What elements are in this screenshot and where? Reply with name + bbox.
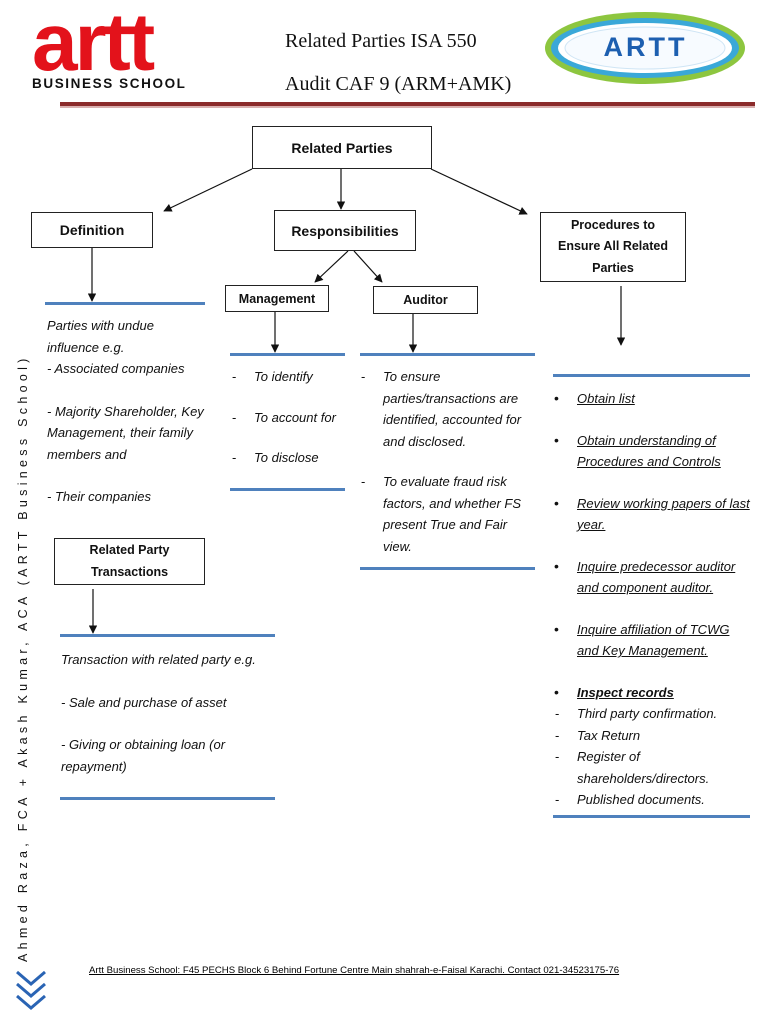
rpt-line-2: - Sale and purchase of asset bbox=[61, 694, 227, 710]
list-item: •Obtain understanding of Procedures and … bbox=[554, 431, 721, 470]
procedures-bar-top bbox=[553, 374, 750, 377]
rpt-line-1: Transaction with related party e.g. bbox=[61, 652, 256, 667]
procedures-list: •Obtain list •Obtain understanding of Pr… bbox=[553, 388, 751, 811]
bullet-icon: • bbox=[554, 390, 559, 406]
page-title-line1: Related Parties ISA 550 bbox=[285, 30, 477, 52]
logo-main: artt bbox=[32, 0, 155, 88]
management-list: To identify To account for To disclose bbox=[230, 366, 350, 469]
auditor-bar-bottom bbox=[360, 567, 535, 570]
rpt-bar-top bbox=[60, 634, 275, 637]
bullet-icon: • bbox=[554, 683, 559, 700]
related-party-transactions-box: Related Party Transactions bbox=[54, 538, 205, 585]
sub-list-item: Tax Return bbox=[553, 725, 751, 747]
definition-line-1: Parties with undue influence e.g. bbox=[47, 318, 154, 355]
definition-line-2: - Associated companies bbox=[47, 361, 185, 376]
root-box: Related Parties bbox=[252, 126, 432, 169]
list-item: •Inspect records bbox=[553, 682, 751, 704]
page-title-line2: Audit CAF 9 (ARM+AMK) bbox=[285, 73, 512, 95]
definition-box: Definition bbox=[31, 212, 153, 248]
list-item: •Inquire predecessor auditor and compone… bbox=[554, 557, 736, 596]
auditor-list: To ensure parties/transactions are ident… bbox=[359, 366, 537, 557]
definition-text: Parties with undue influence e.g. - Asso… bbox=[47, 315, 207, 508]
management-bar-bottom bbox=[230, 488, 345, 491]
management-box: Management bbox=[225, 285, 329, 312]
logo-sub: BUSINESS SCHOOL bbox=[32, 76, 187, 91]
header-divider-shadow bbox=[60, 106, 755, 108]
rpt-text: Transaction with related party e.g. - Sa… bbox=[61, 649, 276, 777]
badge-text: ARTT bbox=[603, 32, 688, 62]
auditor-box: Auditor bbox=[373, 286, 478, 314]
list-item: To ensure parties/transactions are ident… bbox=[359, 366, 537, 452]
procedures-box: Procedures to Ensure All Related Parties bbox=[540, 212, 686, 282]
list-item: •Inquire affiliation of TCWG and Key Man… bbox=[554, 620, 730, 659]
definition-line-3: - Majority Shareholder, Key Management, … bbox=[47, 403, 204, 462]
header-divider bbox=[60, 102, 755, 106]
list-item: To identify bbox=[230, 366, 350, 388]
responsibilities-box: Responsibilities bbox=[274, 210, 416, 251]
list-item: To disclose bbox=[230, 447, 350, 469]
rpt-bar-bottom bbox=[60, 797, 275, 800]
sub-list-item: Register of shareholders/directors. bbox=[553, 746, 751, 789]
chevron-down-icon bbox=[14, 968, 48, 1020]
list-item: To evaluate fraud risk factors, and whet… bbox=[359, 471, 537, 557]
definition-bar-top bbox=[45, 302, 205, 305]
auditor-bar-top bbox=[360, 353, 535, 356]
artt-logo: artt BUSINESS SCHOOL bbox=[30, 0, 270, 92]
list-item: •Obtain list bbox=[553, 388, 751, 410]
list-item: To account for bbox=[230, 407, 350, 429]
sub-list-item: Published documents. bbox=[553, 789, 751, 811]
bullet-icon: • bbox=[554, 620, 559, 637]
bullet-icon: • bbox=[554, 557, 559, 574]
side-author-text: Ahmed Raza, FCA + Akash Kumar, ACA (ARTT… bbox=[16, 354, 30, 962]
sub-list-item: Third party confirmation. bbox=[553, 703, 751, 725]
definition-line-4: - Their companies bbox=[47, 489, 152, 504]
rpt-line-3: - Giving or obtaining loan (or repayment… bbox=[61, 737, 226, 774]
artt-badge-logo: ARTT bbox=[543, 10, 748, 90]
footer-address: Artt Business School: F45 PECHS Block 6 … bbox=[89, 965, 620, 976]
list-item: •Review working papers of last year. bbox=[554, 494, 750, 533]
bullet-icon: • bbox=[554, 431, 559, 448]
procedures-bar-bottom bbox=[553, 815, 750, 818]
management-bar-top bbox=[230, 353, 345, 356]
bullet-icon: • bbox=[554, 494, 559, 511]
